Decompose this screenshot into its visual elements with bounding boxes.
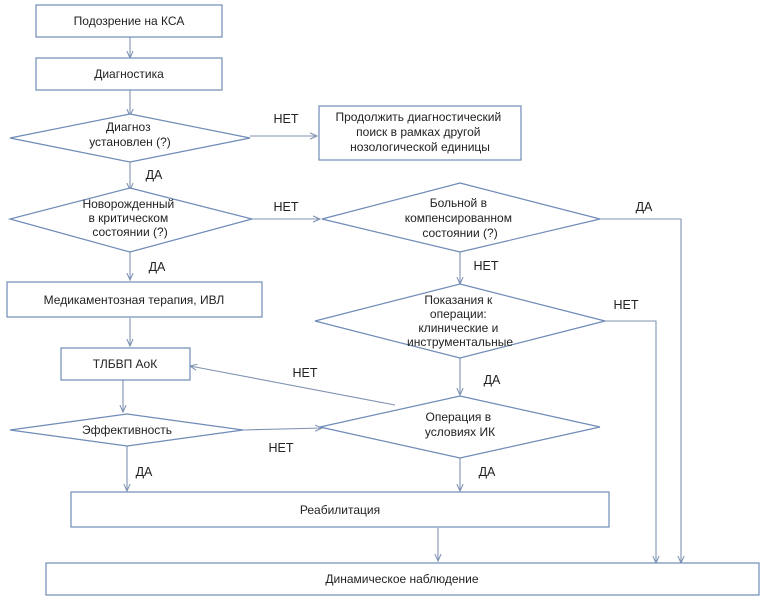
node-tlbvp-text: ТЛБВП АоК xyxy=(93,357,157,371)
node-surgery-indications: Показания к операции: клинические и инст… xyxy=(314,283,606,359)
edge-labels: НЕТ ДА НЕТ ДА ДА НЕТ НЕТ ДА НЕТ НЕТ ДА Д… xyxy=(136,112,653,479)
node-diagnosis-established: Диагноз установлен (?) xyxy=(9,113,251,163)
node-patient-compensated-text: Больной в компенсированном состоянии (?) xyxy=(405,196,516,240)
node-efficiency: Эффективность xyxy=(9,413,244,447)
edge-indications-no xyxy=(605,320,656,563)
node-dynamic-observation: Динамическое наблюдение xyxy=(45,562,760,596)
label-diag-no: НЕТ xyxy=(274,112,299,126)
node-dynamic-observation-text: Динамическое наблюдение xyxy=(325,572,478,586)
node-continue-search: Продолжить диагностический поиск в рамка… xyxy=(318,105,522,161)
node-diagnostics: Диагностика xyxy=(35,57,223,91)
label-indications-yes: ДА xyxy=(484,373,501,387)
node-newborn-critical: Новорожденный в критическом состоянии (?… xyxy=(7,187,255,253)
edge-compensated-yes xyxy=(600,218,681,563)
node-patient-compensated: Больной в компенсированном состоянии (?) xyxy=(321,182,601,253)
label-compensated-no: НЕТ xyxy=(474,259,499,273)
node-rehabilitation: Реабилитация xyxy=(70,491,610,528)
node-suspicion-text: Подозрение на КСА xyxy=(74,14,185,28)
node-continue-search-text: Продолжить диагностический поиск в рамка… xyxy=(335,110,504,154)
edges xyxy=(123,37,681,563)
node-rehabilitation-text: Реабилитация xyxy=(300,503,380,517)
node-surgery-ik: Операция в условиях ИК xyxy=(319,395,601,459)
node-surgery-indications-text: Показания к операции: клинические и инст… xyxy=(407,293,513,349)
node-newborn-critical-text: Новорожденный в критическом состоянии (?… xyxy=(82,197,177,239)
node-drug-therapy-text: Медикаментозная терапия, ИВЛ xyxy=(44,293,225,307)
label-newborn-yes: ДА xyxy=(149,260,166,274)
node-drug-therapy: Медикаментозная терапия, ИВЛ xyxy=(6,281,263,318)
label-efficiency-yes: ДА xyxy=(136,465,153,479)
node-diagnostics-text: Диагностика xyxy=(94,67,164,81)
node-diagnosis-established-text: Диагноз установлен (?) xyxy=(89,120,171,149)
label-surgery-no: НЕТ xyxy=(293,366,318,380)
label-surgery-yes: ДА xyxy=(479,465,496,479)
label-diag-yes: ДА xyxy=(146,168,163,182)
label-indications-no: НЕТ xyxy=(614,298,639,312)
label-newborn-no: НЕТ xyxy=(274,200,299,214)
label-efficiency-no: НЕТ xyxy=(269,441,294,455)
node-tlbvp: ТЛБВП АоК xyxy=(60,347,191,381)
edge-efficiency-no xyxy=(242,428,322,430)
node-surgery-ik-text: Операция в условиях ИК xyxy=(425,410,495,439)
edge-surgery-no xyxy=(190,366,396,406)
label-compensated-yes: ДА xyxy=(636,200,653,214)
node-suspicion: Подозрение на КСА xyxy=(35,4,223,38)
node-efficiency-text: Эффективность xyxy=(82,423,172,437)
